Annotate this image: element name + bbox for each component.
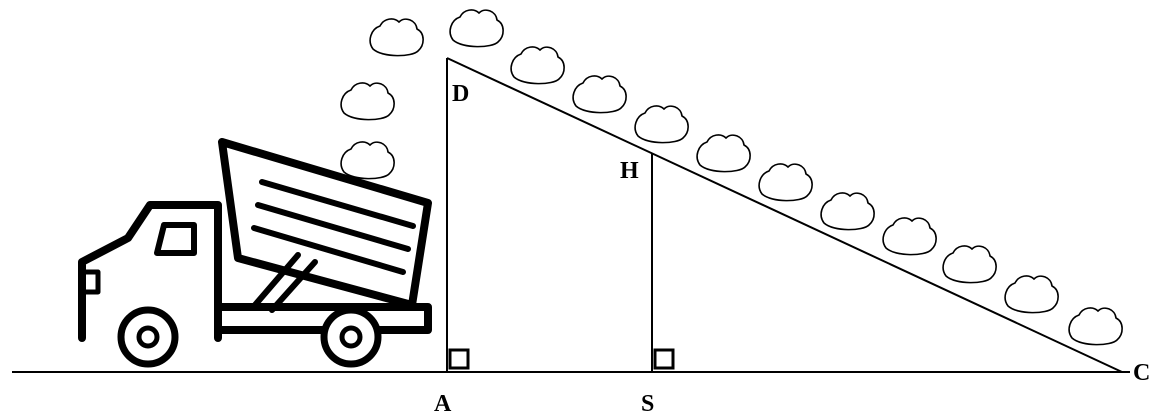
point-label-h: H — [620, 158, 639, 184]
rock-icon — [820, 192, 875, 231]
rock-icon — [942, 245, 997, 284]
rocks-group — [340, 9, 1123, 346]
point-label-d: D — [452, 81, 469, 107]
rock-icon — [1004, 275, 1059, 314]
rock-icon — [340, 82, 395, 121]
front-wheel-hub — [136, 325, 160, 349]
rock-icon — [758, 163, 813, 202]
rock-icon — [696, 134, 751, 173]
rock-icon — [572, 75, 627, 114]
rock-icon — [369, 18, 424, 57]
rock-icon — [510, 46, 565, 85]
point-label-a: A — [434, 391, 452, 417]
point-label-s: S — [641, 391, 654, 417]
rear-wheel-hub — [339, 325, 363, 349]
truck-wheels — [117, 306, 382, 368]
rock-icon — [340, 141, 395, 180]
right-angle-marker-a — [448, 348, 470, 370]
right-angle-marker-s — [653, 348, 675, 370]
segment-dc — [446, 57, 1123, 373]
point-label-c: C — [1133, 360, 1150, 386]
rock-icon — [634, 105, 689, 144]
rock-icon — [882, 217, 937, 256]
rock-icon — [1068, 307, 1123, 346]
rock-icon — [449, 9, 504, 48]
